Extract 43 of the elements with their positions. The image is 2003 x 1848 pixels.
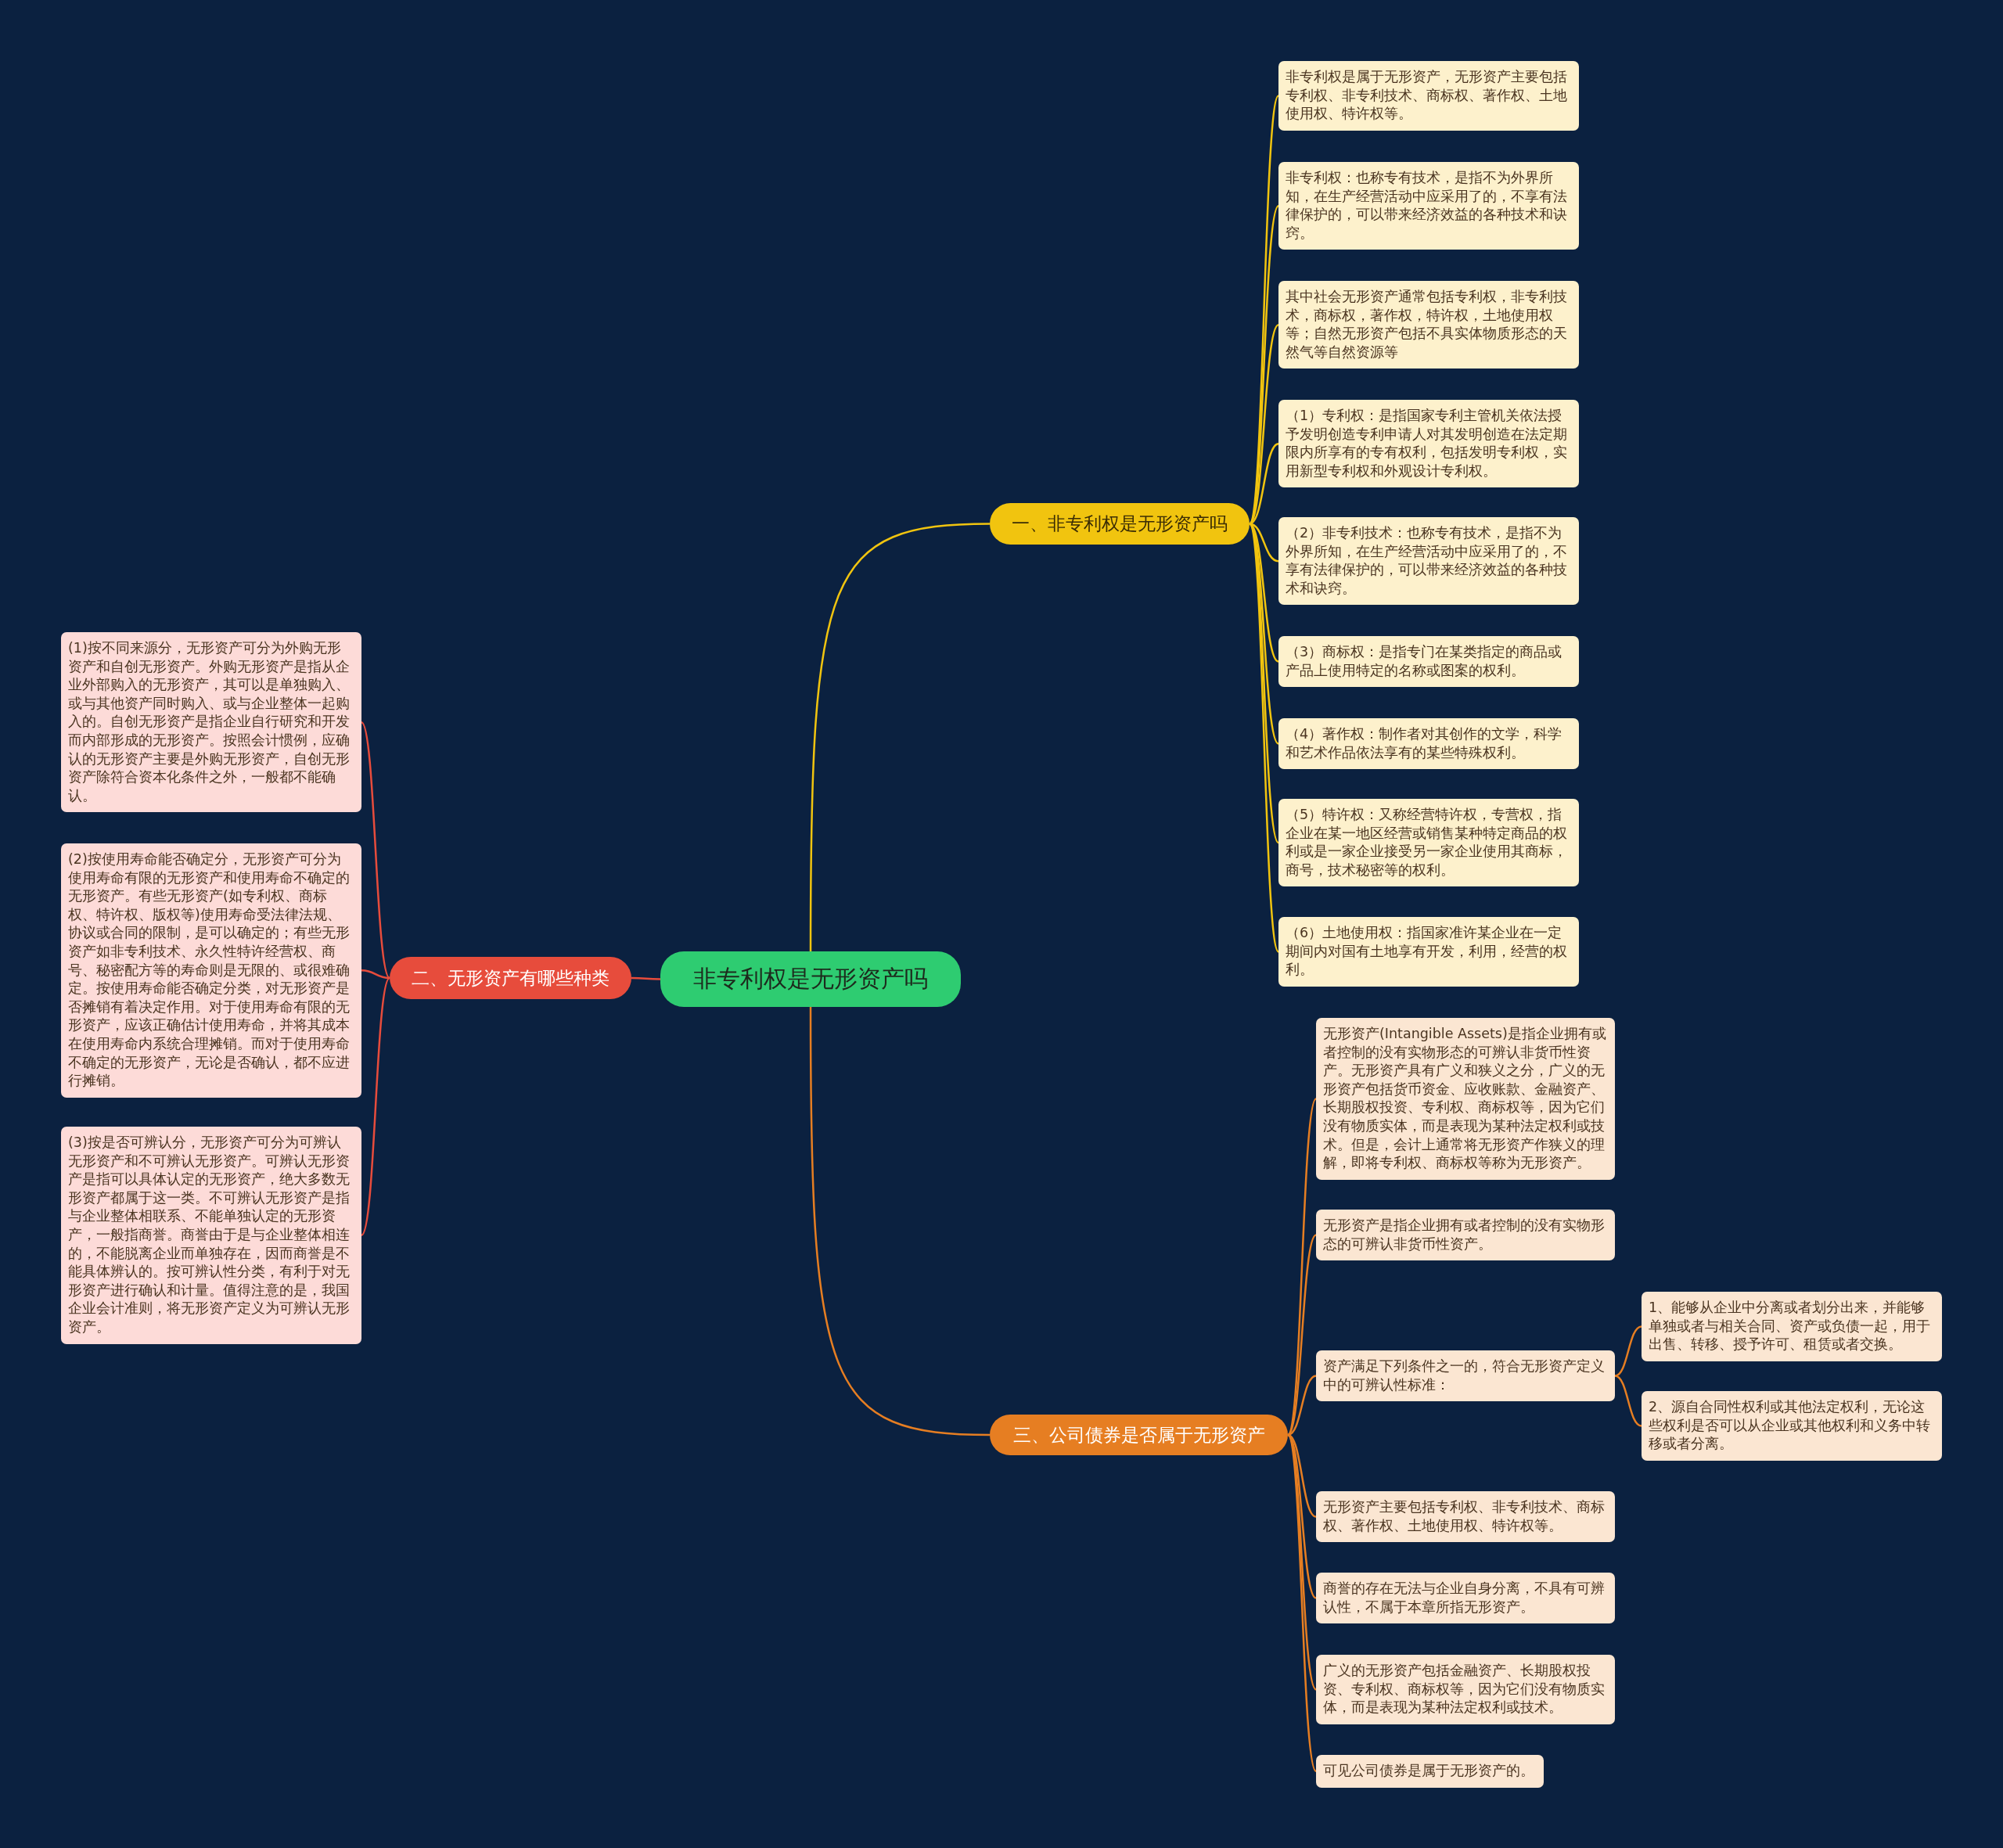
connector-line bbox=[360, 721, 391, 979]
connector-line bbox=[360, 977, 391, 1236]
connector-line bbox=[1287, 1234, 1317, 1436]
note-box: 无形资产(Intangible Assets)是指企业拥有或者控制的没有实物形态的可辨认非货币性资产。无形资产具有广义和狭义之分，广义的无形资产包括货币资金、应收账款、金融资产、长期股权投资、专利权、商标权等，因为它们没有物质实体，而是表现为某种法定权利或技术。但是，会计上通常将无形资产作狭义的理解，即将专利权、商标权等称为无形资产。 bbox=[1316, 1018, 1615, 1180]
note-box: （2）非专利技术：也称专有技术，是指不为外界所知，在生产经营活动中应采用了的，不享有法律保护的，可以带来经济效益的各种技术和诀窍。 bbox=[1278, 517, 1579, 606]
note-box: 1、能够从企业中分离或者划分出来，并能够单独或者与相关合同、资产或负债一起，用于出售、转移、授予许可、租赁或者交换。 bbox=[1642, 1292, 1942, 1361]
note-box: 无形资产是指企业拥有或者控制的没有实物形态的可辨认非货币性资产。 bbox=[1316, 1210, 1615, 1261]
note-box: 非专利权：也称专有技术，是指不为外界所知，在生产经营活动中应采用了的，不享有法律保护的，可以带来经济效益的各种技术和诀窍。 bbox=[1278, 162, 1579, 250]
connector-line bbox=[361, 969, 390, 980]
connector-line bbox=[1286, 1434, 1318, 1691]
connector-line bbox=[1248, 523, 1280, 952]
note-box: 广义的无形资产包括金融资产、长期股权投资、专利权、商标权等，因为它们没有物质实体，而是表现为某种法定权利或技术。 bbox=[1316, 1655, 1615, 1724]
note-box: (2)按使用寿命能否确定分，无形资产可分为使用寿命有限的无形资产和使用寿命不确定的无形资产。有些无形资产(如专利权、商标权、特许权、版权等)使用寿命受法律法规、协议或合同的限制，是可以确定的；有些无形资产如非专利技术、永久性特许经营权、商号、秘密配方等的寿命则是无限的、或很难确定。按使用寿命能否确定分类，对无形资产是否摊销有着决定作用。对于使用寿命有限的无形资产，应该正确估计使用寿命，并将其成本在使用寿命内系统合理摊销。而对于使用寿命不确定的无形资产，无论是否确认，都不应进行摊销。 bbox=[61, 843, 361, 1098]
connector-line bbox=[1614, 1375, 1642, 1427]
note-box: 商誉的存在无法与企业自身分离，不具有可辨认性，不属于本章所指无形资产。 bbox=[1316, 1573, 1615, 1624]
note-box: (1)按不同来源分，无形资产可分为外购无形资产和自创无形资产。外购无形资产是指从企业外部购入的无形资产，其可以是单独购入、或与其他资产同时购入、或与企业整体一起购入的。自创无形资产是指企业自行研究和开发而内部形成的无形资产。按照会计惯例，应确认的无形资产主要是外购无形资产，自创无形资产除符合资本化条件之外，一般都不能确认。 bbox=[61, 632, 361, 813]
note-box: (3)按是否可辨认分，无形资产可分为可辨认无形资产和不可辨认无形资产。可辨认无形资产是指可以具体认定的无形资产，绝大多数无形资产都属于这一类。不可辨认无形资产是指与企业整体相联系、不能单独认定的无形资产，一般指商誉。商誉由于是与企业整体相连的，不能脱离企业而单独存在，因而商誉是不能具体辨认的。按可辨认性分类，有利于对无形资产进行确认和计量。值得注意的是，我国企业会计准则，将无形资产定义为可辨认无形资产。 bbox=[61, 1127, 361, 1344]
branch-topic: 二、无形资产有哪些种类 bbox=[390, 957, 631, 999]
connector-line bbox=[1614, 1325, 1642, 1377]
central-topic: 非专利权是无形资产吗 bbox=[660, 951, 961, 1007]
note-box: 2、源自合同性权利或其他法定权利，无论这些权利是否可以从企业或其他权利和义务中转移或者分离。 bbox=[1642, 1391, 1942, 1461]
note-box: （3）商标权：是指专门在某类指定的商品或产品上使用特定的名称或图案的权利。 bbox=[1278, 636, 1579, 688]
note-box: （1）专利权：是指国家专利主管机关依法授予发明创造专利申请人对其发明创造在法定期限内所享有的专有权利，包括发明专利权，实用新型专利权和外观设计专利权。 bbox=[1278, 400, 1579, 488]
note-box: 无形资产主要包括专利权、非专利技术、商标权、著作权、土地使用权、特许权等。 bbox=[1316, 1491, 1615, 1543]
connector-line bbox=[1286, 1098, 1318, 1436]
note-box: 其中社会无形资产通常包括专利权，非专利技术，商标权，著作权，特许权，土地使用权等；自然无形资产包括不具实体物质形态的天然气等自然资源等 bbox=[1278, 281, 1579, 369]
connector-line bbox=[809, 1007, 991, 1436]
branch-topic: 三、公司债券是否属于无形资产 bbox=[990, 1415, 1288, 1455]
note-box: 可见公司债券是属于无形资产的。 bbox=[1316, 1755, 1544, 1788]
branch-topic: 一、非专利权是无形资产吗 bbox=[990, 503, 1250, 545]
connector-line bbox=[809, 523, 991, 951]
connector-line bbox=[1287, 1375, 1317, 1436]
connector-line bbox=[1286, 1434, 1318, 1772]
note-box: （5）特许权：又称经营特许权，专营权，指企业在某一地区经营或销售某种特定商品的权利或是一家企业接受另一家企业使用其商标，商号，技术秘密等的权利。 bbox=[1278, 799, 1579, 887]
connector-line bbox=[1287, 1433, 1317, 1518]
connector-line bbox=[631, 976, 660, 980]
connector-line bbox=[1287, 1434, 1317, 1599]
note-box: （4）著作权：制作者对其创作的文学，科学和艺术作品依法享有的某些特殊权利。 bbox=[1278, 718, 1579, 770]
connector-line bbox=[1249, 324, 1279, 525]
note-box: （6）土地使用权：指国家准许某企业在一定期间内对国有土地享有开发，利用，经营的权利。 bbox=[1278, 917, 1579, 987]
note-box: 资产满足下列条件之一的，符合无形资产定义中的可辨认性标准： bbox=[1316, 1350, 1615, 1402]
note-box: 非专利权是属于无形资产，无形资产主要包括专利权、非专利技术、商标权、著作权、土地使用权、特许权等。 bbox=[1278, 61, 1579, 131]
connector-line bbox=[1248, 95, 1280, 524]
